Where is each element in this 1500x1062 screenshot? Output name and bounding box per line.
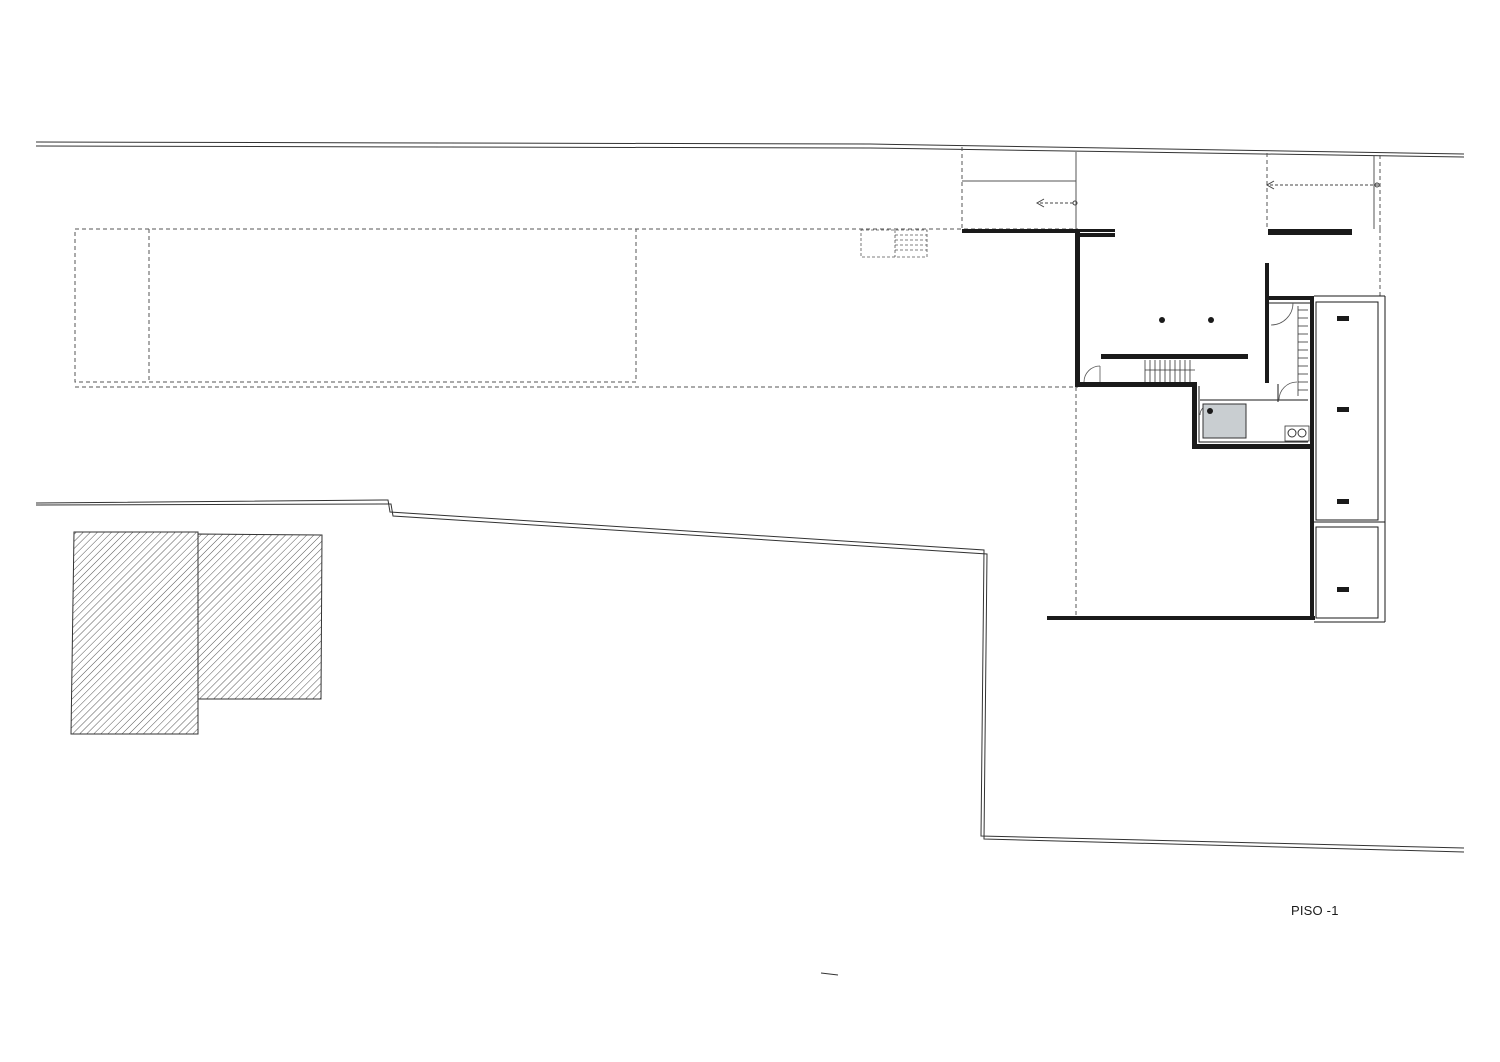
- bathroom-fixtures: [1202, 403, 1310, 442]
- floor-label: PISO -1: [1291, 903, 1339, 918]
- site-boundary-bottom: [35, 499, 1465, 853]
- stair-steps: [1144, 306, 1308, 396]
- site-boundary-top: [35, 141, 1465, 158]
- basement-thin-walls: [1077, 232, 1386, 623]
- storage-unit-markers: [1337, 316, 1349, 592]
- ramp-arrow-left: [1035, 198, 1078, 208]
- entry-area-lines: [962, 152, 1375, 229]
- stair-outline-dashed: [860, 229, 928, 258]
- neighbouring-buildings-hatched: [70, 531, 323, 735]
- structural-columns: [1159, 317, 1214, 323]
- ramp-arrow-right: [1265, 180, 1380, 190]
- north-tick: [820, 972, 839, 976]
- basement-walls: [962, 229, 1352, 620]
- storage-units: [1315, 301, 1379, 619]
